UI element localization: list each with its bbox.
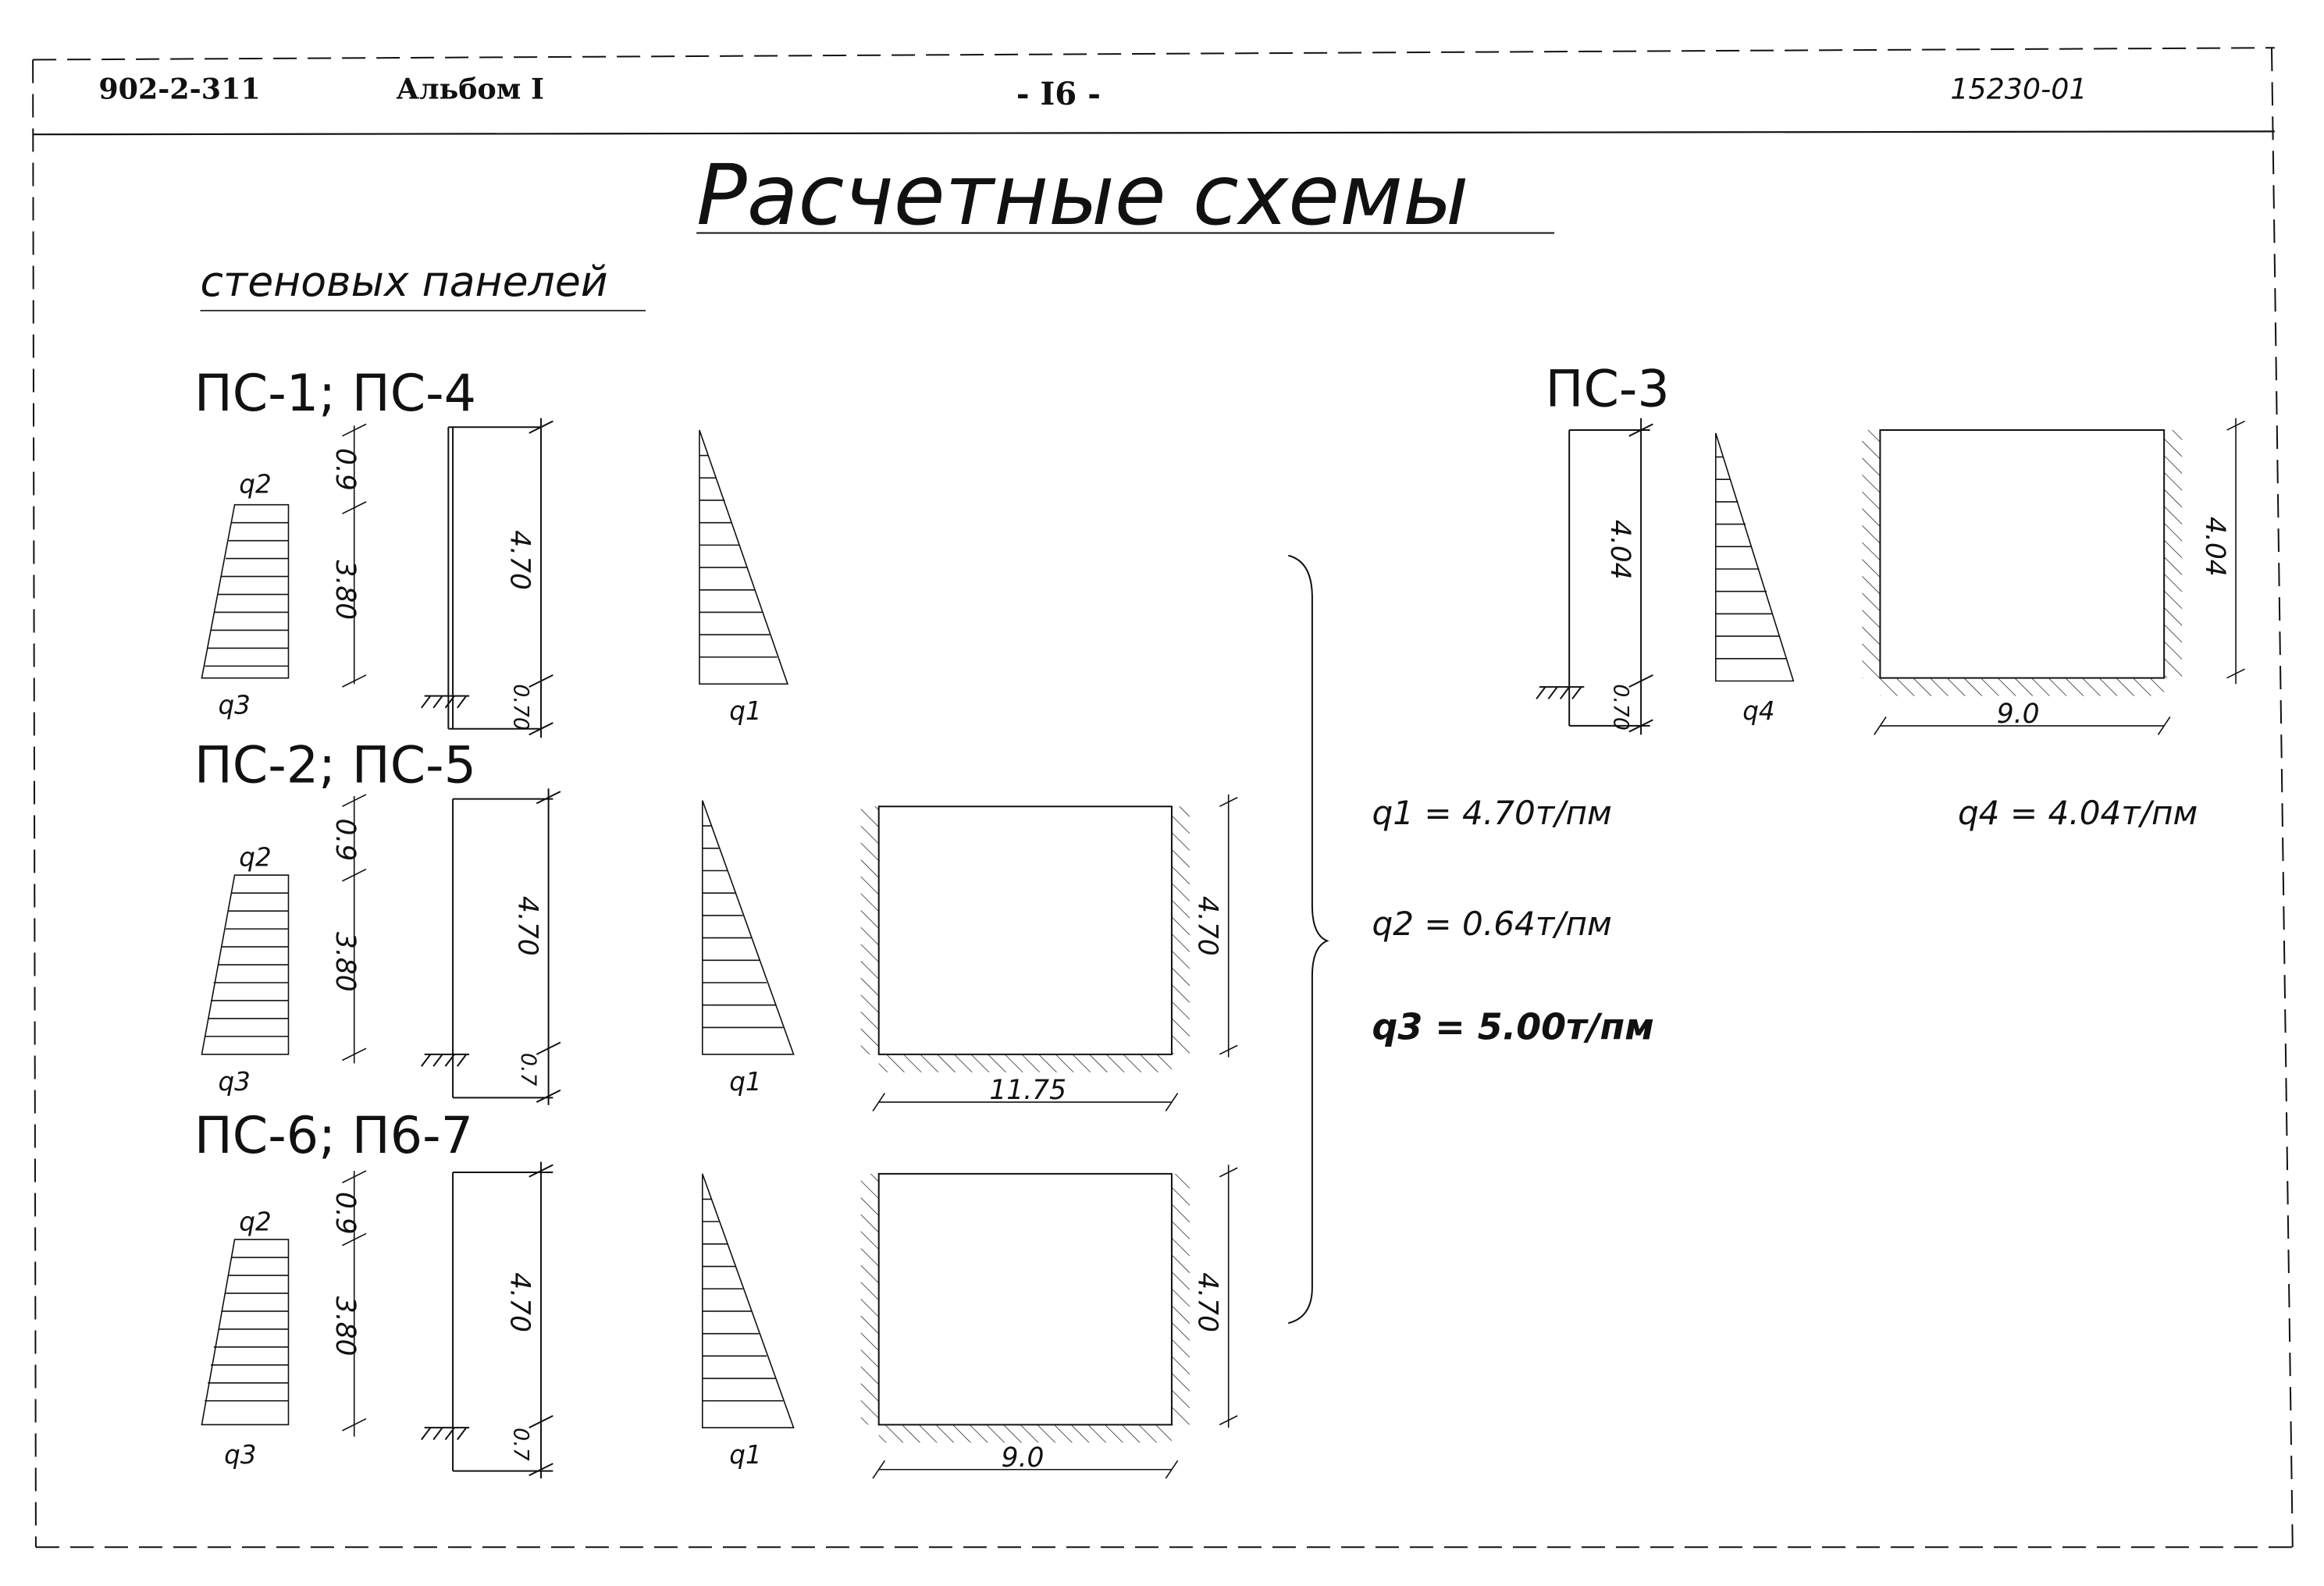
dim-base-ps6: 0.7 <box>509 1428 533 1461</box>
header-code: 902-2-311 <box>98 72 260 105</box>
load-q3-label: q3 <box>219 691 251 720</box>
dim-base-ps2: 0.7 <box>516 1053 540 1086</box>
dim-line-ps6 <box>342 1171 366 1437</box>
dim-plate-height-ps2: 4.70 <box>1191 896 1223 956</box>
header-rule <box>33 131 2275 134</box>
load-q3-value: q3 = 5.00т/пм <box>1372 1006 1653 1048</box>
header-page: - I6 - <box>1016 76 1101 112</box>
row-ps2: q2 q3 0.9 3.80 4.70 0.7 q1 <box>201 788 1237 1111</box>
dim-wall-ps6: 4.70 <box>504 1272 536 1332</box>
dim-wall-ps3: 4.04 <box>1604 520 1635 580</box>
dim-plate-height-ps6: 4.70 <box>1191 1272 1223 1332</box>
dim-top-ps1: 0.9 <box>329 448 361 491</box>
plate-ps6 <box>860 1165 1237 1478</box>
triangle-load-ps6 <box>703 1174 794 1428</box>
dim-span-ps6: 9.0 <box>1002 1442 1045 1474</box>
load-q2-label: q2 <box>239 1207 271 1237</box>
load-q3-label: q3 <box>219 1067 251 1097</box>
wall-element-ps3 <box>1536 418 1653 735</box>
dim-top-ps6: 0.9 <box>329 1192 361 1235</box>
plate-ps3 <box>1862 418 2244 735</box>
page-title: Расчетные схемы <box>696 148 1469 244</box>
dim-mid-ps1: 3.80 <box>329 560 361 621</box>
dim-base-ps3: 0.70 <box>1609 684 1633 731</box>
trapezoid-load-ps6 <box>201 1239 288 1424</box>
trapezoid-load-ps1 <box>201 505 288 678</box>
header-album: Альбом I <box>396 72 544 105</box>
triangle-load-ps1 <box>699 430 788 684</box>
group-label-ps3: ПС-3 <box>1546 360 1670 418</box>
load-q2-label: q2 <box>239 843 271 873</box>
dim-mid-ps6: 3.80 <box>329 1296 361 1357</box>
load-q4-value: q4 = 4.04т/пм <box>1958 794 2198 832</box>
plate-ps2 <box>860 795 1237 1111</box>
group-label-ps2-ps5: ПС-2; ПС-5 <box>194 737 476 795</box>
wall-element-ps1 <box>422 418 553 738</box>
triangle-load-ps3 <box>1716 433 1794 681</box>
load-q1-label: q1 <box>729 1067 761 1097</box>
row-ps3: 4.04 0.70 q4 9.0 4.04 <box>1536 418 2244 735</box>
wall-element-ps2 <box>422 788 561 1105</box>
load-q2-value: q2 = 0.64т/пм <box>1372 905 1611 943</box>
row-ps6: q2 q3 0.9 3.80 4.70 0.7 q1 <box>201 1162 1237 1479</box>
group-label-ps6-ps7: ПС-6; П6-7 <box>194 1107 473 1165</box>
dim-wall-ps1: 4.70 <box>504 530 536 590</box>
header-number: 15230-01 <box>1950 72 2087 105</box>
dim-top-ps2: 0.9 <box>329 819 361 862</box>
group-label-ps1-ps4: ПС-1; ПС-4 <box>194 364 476 423</box>
dim-line-ps1 <box>342 424 366 687</box>
load-q1-label: q1 <box>729 696 761 726</box>
group-brace <box>1288 556 1327 1323</box>
load-q2-label: q2 <box>239 469 271 499</box>
dim-plate-height-ps3: 4.04 <box>2199 517 2230 577</box>
triangle-load-ps2 <box>703 801 794 1054</box>
dim-base-ps1: 0.70 <box>509 684 533 731</box>
sheet-frame <box>33 48 2293 1547</box>
row-ps1: q2 q3 0.9 3.80 4.70 0.70 q <box>201 418 787 738</box>
page-subtitle: стеновых панелей <box>201 257 608 306</box>
trapezoid-load-ps2 <box>201 875 288 1054</box>
load-q3-label: q3 <box>224 1440 256 1470</box>
dim-span-ps2: 11.75 <box>989 1075 1066 1106</box>
wall-element-ps6 <box>422 1162 553 1479</box>
dim-span-ps3: 9.0 <box>1997 699 2040 730</box>
load-q1-value: q1 = 4.70т/пм <box>1372 794 1611 832</box>
load-q4-label: q4 <box>1742 696 1774 726</box>
dim-mid-ps2: 3.80 <box>329 932 361 992</box>
dim-line-ps2 <box>342 795 366 1063</box>
load-q1-label: q1 <box>729 1440 761 1470</box>
dim-wall-ps2: 4.70 <box>511 896 543 956</box>
